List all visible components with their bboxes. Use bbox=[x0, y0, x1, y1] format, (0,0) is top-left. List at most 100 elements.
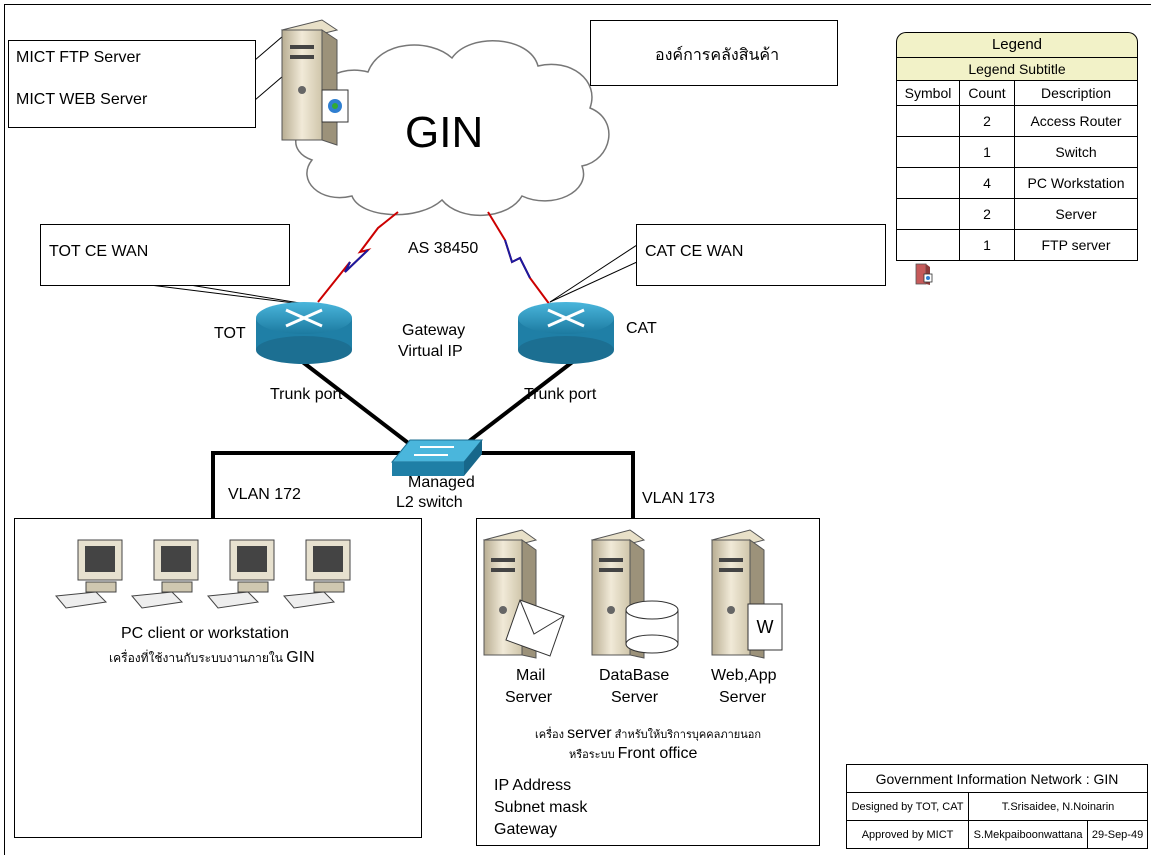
database-server-icon bbox=[590, 529, 679, 659]
web-server-label-1: Web,App bbox=[711, 667, 777, 684]
approved-by-name: S.Mekpaiboonwattana bbox=[968, 820, 1089, 849]
clients-subtitle-thai: เครื่องที่ใช้งานกับระบบงานภายใน bbox=[109, 651, 283, 665]
legend-col-symbol: Symbol bbox=[896, 80, 960, 106]
vlan-lines bbox=[211, 451, 635, 518]
legend-count: 4 bbox=[959, 167, 1015, 199]
mail-server-label-2: Server bbox=[505, 689, 553, 706]
subnet-mask-label: Subnet mask bbox=[494, 799, 588, 816]
legend-col-count: Count bbox=[959, 80, 1015, 106]
web-badge: W bbox=[757, 617, 774, 637]
legend-ftp-server-icon bbox=[915, 263, 933, 285]
vlan-172-label: VLAN 172 bbox=[228, 486, 301, 503]
gin-cloud bbox=[295, 40, 610, 217]
legend-count: 1 bbox=[959, 136, 1015, 168]
legend-description: PC Workstation bbox=[1014, 167, 1138, 199]
tot-ce-wan-label: TOT CE WAN bbox=[49, 243, 149, 260]
server-vlan-box: Mail Server DataBase Server Web,App Serv… bbox=[476, 518, 820, 846]
switch-label-1: Managed bbox=[408, 474, 475, 491]
legend-count: 2 bbox=[959, 105, 1015, 137]
vlan-173-label: VLAN 173 bbox=[642, 490, 715, 507]
as-number-label: AS 38450 bbox=[408, 240, 479, 257]
legend-description: Access Router bbox=[1014, 105, 1138, 137]
mict-servers-box: MICT FTP Server MICT WEB Server bbox=[8, 40, 256, 128]
pc-workstation-icon bbox=[207, 539, 275, 609]
legend-header-row: Symbol Count Description bbox=[896, 80, 1138, 106]
org-name-box: องค์การคลังสินค้า bbox=[590, 20, 838, 86]
title-block: Government Information Network : GIN Des… bbox=[845, 764, 1148, 849]
designed-by-label: Designed by TOT, CAT bbox=[845, 792, 970, 821]
legend-description: Server bbox=[1014, 198, 1138, 230]
legend-count: 2 bbox=[959, 198, 1015, 230]
pc-workstation-icon bbox=[55, 539, 123, 609]
legend-col-description: Description bbox=[1014, 80, 1138, 106]
web-app-server-icon: W bbox=[710, 529, 783, 659]
legend-count: 1 bbox=[959, 229, 1015, 261]
mict-server-icon bbox=[280, 19, 349, 146]
legend-symbol-cell bbox=[896, 136, 960, 168]
approval-date: 29-Sep-49 bbox=[1087, 820, 1148, 849]
mict-web-label: MICT WEB Server bbox=[16, 91, 148, 108]
client-vlan-box: PC client or workstation เครื่องที่ใช้งา… bbox=[14, 518, 422, 838]
pc-workstation-icon bbox=[131, 539, 199, 609]
server-desc2-suffix: Front office bbox=[617, 745, 698, 762]
switch-label-2: L2 switch bbox=[396, 494, 463, 511]
title-block-approved-row: Approved by MICT S.Mekpaiboonwattana 29-… bbox=[845, 820, 1148, 849]
managed-switch-icon bbox=[390, 439, 484, 476]
cloud-title: GIN bbox=[405, 108, 484, 157]
clients-title: PC client or workstation bbox=[121, 625, 290, 642]
mict-ftp-label: MICT FTP Server bbox=[16, 49, 141, 66]
designed-by-names: T.Srisaidee, N.Noinarin bbox=[968, 792, 1148, 821]
mail-server-label-1: Mail bbox=[516, 667, 546, 684]
legend-subtitle-row: Legend Subtitle bbox=[896, 57, 1138, 81]
legend-description: FTP server bbox=[1014, 229, 1138, 261]
legend-symbol-cell bbox=[896, 229, 960, 261]
gateway-label-1: Gateway bbox=[402, 322, 466, 339]
wan-link-tot bbox=[317, 211, 399, 303]
legend-header: Legend bbox=[896, 32, 1138, 57]
router-tot-label: TOT bbox=[214, 325, 246, 342]
title-block-designed-row: Designed by TOT, CAT T.Srisaidee, N.Noin… bbox=[845, 792, 1148, 821]
wan-link-cat bbox=[487, 211, 551, 306]
server-desc-line-2: หรือระบบ Front office bbox=[569, 745, 697, 763]
server-desc-word: server bbox=[567, 725, 612, 742]
pc-workstation-icon bbox=[283, 539, 351, 609]
server-desc-prefix: เครื่อง bbox=[535, 729, 565, 741]
ip-address-label: IP Address bbox=[494, 777, 572, 794]
server-desc-line-1: เครื่อง server สำหรับให้บริการบุคคลภายนอ… bbox=[535, 725, 761, 743]
router-tot-icon bbox=[256, 302, 352, 364]
cat-ce-wan-label: CAT CE WAN bbox=[645, 243, 744, 260]
legend-description: Switch bbox=[1014, 136, 1138, 168]
legend-table: Legend Subtitle Symbol Count Description… bbox=[896, 57, 1138, 261]
router-cat-icon bbox=[518, 302, 614, 364]
page-frame bbox=[4, 4, 1151, 855]
mail-server-icon bbox=[482, 529, 565, 659]
trunk-port-left: Trunk port bbox=[270, 386, 343, 403]
web-server-label-2: Server bbox=[719, 689, 767, 706]
title-block-title-row: Government Information Network : GIN bbox=[846, 764, 1148, 793]
db-server-label-2: Server bbox=[611, 689, 659, 706]
trunk-lines bbox=[298, 358, 577, 454]
approved-by-label: Approved by MICT bbox=[845, 820, 970, 849]
db-server-label-1: DataBase bbox=[599, 667, 670, 684]
gateway-ip-label: Gateway bbox=[494, 821, 558, 838]
legend-subtitle: Legend Subtitle bbox=[896, 57, 1138, 81]
clients-subtitle-gin: GIN bbox=[286, 649, 315, 666]
clients-subtitle: เครื่องที่ใช้งานกับระบบงานภายใน GIN bbox=[109, 649, 315, 668]
server-desc-suffix: สำหรับให้บริการบุคคลภายนอก bbox=[614, 729, 761, 741]
cat-ce-wan-box: CAT CE WAN bbox=[636, 224, 886, 286]
trunk-port-right: Trunk port bbox=[524, 386, 597, 403]
org-name: องค์การคลังสินค้า bbox=[655, 47, 780, 64]
legend-title: Legend bbox=[991, 36, 1043, 53]
server-desc2-prefix: หรือระบบ bbox=[569, 749, 615, 761]
tot-ce-wan-box: TOT CE WAN bbox=[40, 224, 290, 286]
legend-symbol-cell bbox=[896, 198, 960, 230]
legend-symbol-cell bbox=[896, 167, 960, 199]
pc-workstations bbox=[55, 539, 351, 609]
gateway-label-2: Virtual IP bbox=[398, 343, 463, 360]
